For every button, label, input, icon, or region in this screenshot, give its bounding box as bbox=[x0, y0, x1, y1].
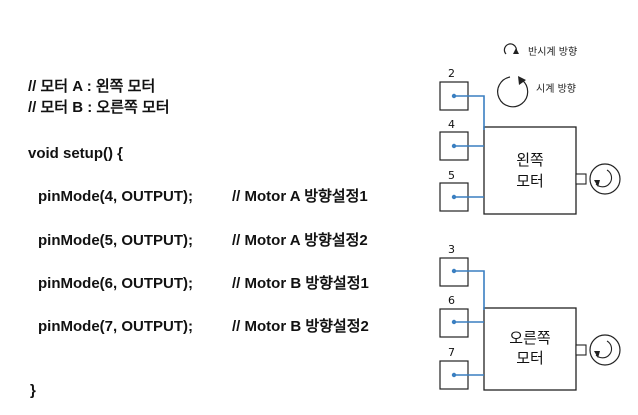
ccw-arrowhead-icon bbox=[513, 48, 519, 54]
pinmode-comment-4: // Motor B 방향설정2 bbox=[232, 318, 369, 335]
pinmode-line-1: pinMode(4, OUTPUT); bbox=[38, 188, 193, 205]
pin-label-6: 6 bbox=[448, 294, 455, 307]
setup-open: void setup() { bbox=[28, 145, 124, 162]
pin-label-2: 2 bbox=[448, 67, 455, 80]
pinmode-line-4: pinMode(7, OUTPUT); bbox=[38, 318, 193, 335]
cw-rotation-icon bbox=[497, 76, 529, 108]
pinmode-comment-3: // Motor B 방향설정1 bbox=[232, 275, 369, 292]
pin-label-5: 5 bbox=[448, 169, 455, 182]
motor-b-wires bbox=[454, 270, 485, 376]
comment-motor-b: // 모터 B : 오른쪽 모터 bbox=[28, 99, 170, 116]
pinmode-line-2: pinMode(5, OUTPUT); bbox=[38, 232, 193, 249]
cw-arrowhead-icon bbox=[518, 76, 526, 85]
pin-label-7: 7 bbox=[448, 346, 455, 359]
comment-motor-a: // 모터 A : 왼쪽 모터 bbox=[28, 78, 156, 95]
pinmode-comment-1: // Motor A 방향설정1 bbox=[232, 188, 368, 205]
pinmode-comment-2: // Motor A 방향설정2 bbox=[232, 232, 368, 249]
motor-a-shaft bbox=[575, 173, 587, 185]
pin-label-4: 4 bbox=[448, 118, 455, 131]
motor-b-wheel-icon bbox=[589, 334, 621, 366]
motor-a-wires bbox=[454, 95, 485, 198]
setup-close: } bbox=[30, 382, 36, 399]
motor-b-label-2: 모터 bbox=[516, 349, 544, 367]
pinmode-line-3: pinMode(6, OUTPUT); bbox=[38, 275, 193, 292]
motor-b-group: 오른쪽 모터 3 6 7 bbox=[439, 243, 621, 391]
pin-label-3: 3 bbox=[448, 243, 455, 256]
motor-b-label-1: 오른쪽 bbox=[509, 329, 551, 347]
motor-a-label-2: 모터 bbox=[516, 172, 544, 190]
motor-b-shaft bbox=[575, 344, 587, 356]
motor-a-group: 왼쪽 모터 2 4 5 bbox=[439, 67, 621, 215]
cw-label: 시계 방향 bbox=[536, 83, 576, 95]
motor-a-body bbox=[483, 126, 577, 215]
motor-a-wheel-icon bbox=[589, 163, 621, 195]
ccw-label: 반시계 방향 bbox=[528, 46, 577, 58]
motor-a-label-1: 왼쪽 bbox=[516, 151, 544, 169]
motor-b-body bbox=[483, 307, 577, 391]
